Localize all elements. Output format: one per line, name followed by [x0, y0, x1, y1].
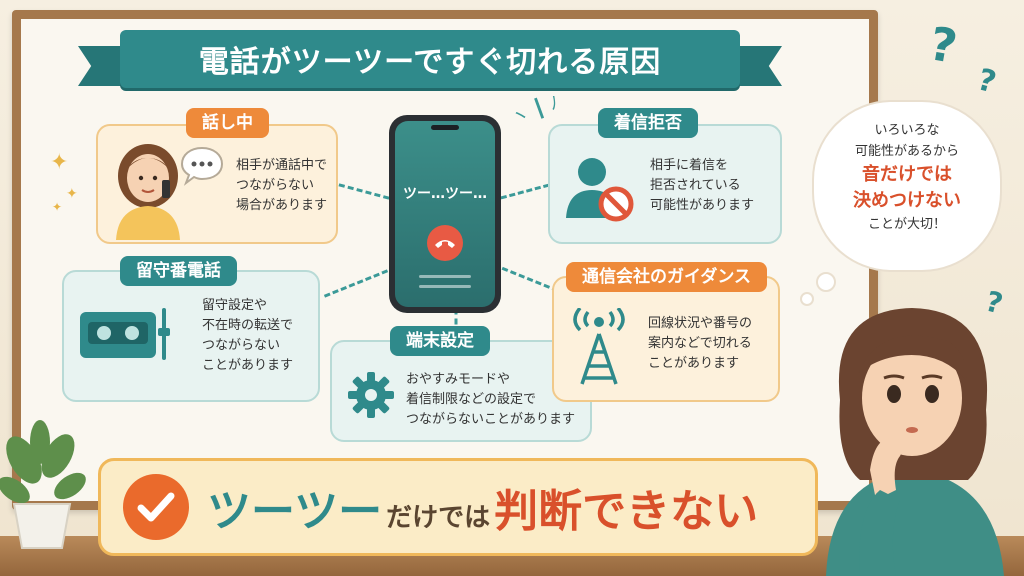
conclusion-part1: ツーツー — [207, 486, 383, 537]
sparkle-icon: ✦ — [50, 150, 69, 175]
card-busy: 相手が通話中で つながらない 場合があります — [96, 124, 338, 244]
thought-line-emphasis: 決めつけない — [853, 190, 961, 211]
phone-notch — [431, 125, 459, 130]
card-voicemail: 留守設定や 不在時の転送で つながらない ことがあります — [62, 270, 320, 402]
card-line: おやすみモードや — [406, 372, 511, 387]
sparkle-icon: ✦ — [52, 200, 63, 214]
ellipsis-speech-icon — [180, 146, 224, 186]
card-busy-text: 相手が通話中で つながらない 場合があります — [236, 156, 327, 216]
check-icon — [123, 474, 189, 540]
card-line: 着信制限などの設定で — [406, 392, 537, 407]
person-block-icon — [566, 158, 634, 222]
card-line: 案内などで切れる — [648, 336, 752, 351]
card-voicemail-text: 留守設定や 不在時の転送で つながらない ことがあります — [202, 296, 293, 376]
conclusion-banner: ツーツー だけでは 判断できない — [98, 458, 818, 556]
card-line: 相手に着信を — [650, 158, 729, 173]
card-device: おやすみモードや 着信制限などの設定で つながらないことがあります — [330, 340, 592, 442]
thought-cloud: いろいろな 可能性があるから 音だけでは 決めつけない ことが大切！ — [812, 100, 1002, 272]
thinking-woman — [826, 308, 1004, 576]
card-line: 相手が通話中で — [236, 158, 328, 173]
card-line: つながらない — [202, 338, 281, 353]
thought-bubble-mid — [816, 272, 836, 292]
gear-icon — [348, 372, 394, 418]
conclusion-part3: 判断できない — [494, 486, 759, 537]
phone-bar — [419, 275, 471, 278]
thought-bubble-small — [800, 292, 814, 306]
card-line: 拒否されている — [650, 178, 741, 193]
card-busy-label: 話し中 — [186, 108, 269, 138]
card-rejected: 相手に着信を 拒否されている 可能性があります — [548, 124, 782, 244]
card-device-text: おやすみモードや 着信制限などの設定で つながらないことがあります — [406, 370, 575, 430]
thought-line: 可能性があるから — [854, 144, 959, 159]
card-device-label: 端末設定 — [390, 326, 490, 356]
card-rejected-label: 着信拒否 — [598, 108, 698, 138]
smartphone: ツー…ツー… — [389, 115, 501, 313]
conclusion-text: ツーツー だけでは 判断できない — [207, 475, 758, 539]
card-rejected-text: 相手に着信を 拒否されている 可能性があります — [650, 156, 754, 216]
card-line: 留守設定や — [202, 298, 268, 313]
card-carrier-text: 回線状況や番号の 案内などで切れる ことがあります — [648, 314, 752, 374]
phone-screen: ツー…ツー… — [395, 121, 495, 307]
card-carrier: 回線状況や番号の 案内などで切れる ことがあります — [552, 276, 780, 402]
card-line: 不在時の転送で — [202, 318, 294, 333]
phone-screen-text: ツー…ツー… — [403, 186, 487, 202]
woman-on-phone-icon — [116, 144, 180, 240]
thought-line: ことが大切！ — [867, 217, 946, 232]
potted-plant — [0, 420, 86, 549]
end-call-icon — [427, 225, 463, 261]
card-line: 場合があります — [236, 198, 328, 213]
conclusion-part2: だけでは — [386, 503, 491, 533]
sparkle-icon: ✦ — [66, 186, 78, 202]
card-voicemail-label: 留守番電話 — [120, 256, 237, 286]
card-line: つながらない — [236, 178, 315, 193]
page-title: 電話がツーツーですぐ切れる原因 — [198, 45, 662, 80]
title-ribbon: 電話がツーツーですぐ切れる原因 — [120, 30, 740, 88]
antenna-tower-icon — [573, 308, 625, 385]
cassette-icon — [80, 308, 170, 360]
card-carrier-label: 通信会社のガイダンス — [566, 262, 767, 292]
phone-bar — [419, 285, 471, 288]
card-line: 回線状況や番号の — [648, 316, 753, 331]
thought-line-emphasis: 音だけでは — [862, 164, 952, 185]
thought-line: いろいろな — [874, 123, 940, 138]
card-line: 可能性があります — [650, 198, 755, 213]
card-line: ことがあります — [202, 358, 294, 373]
card-line: つながらないことがあります — [406, 412, 576, 427]
card-line: ことがあります — [648, 356, 740, 371]
